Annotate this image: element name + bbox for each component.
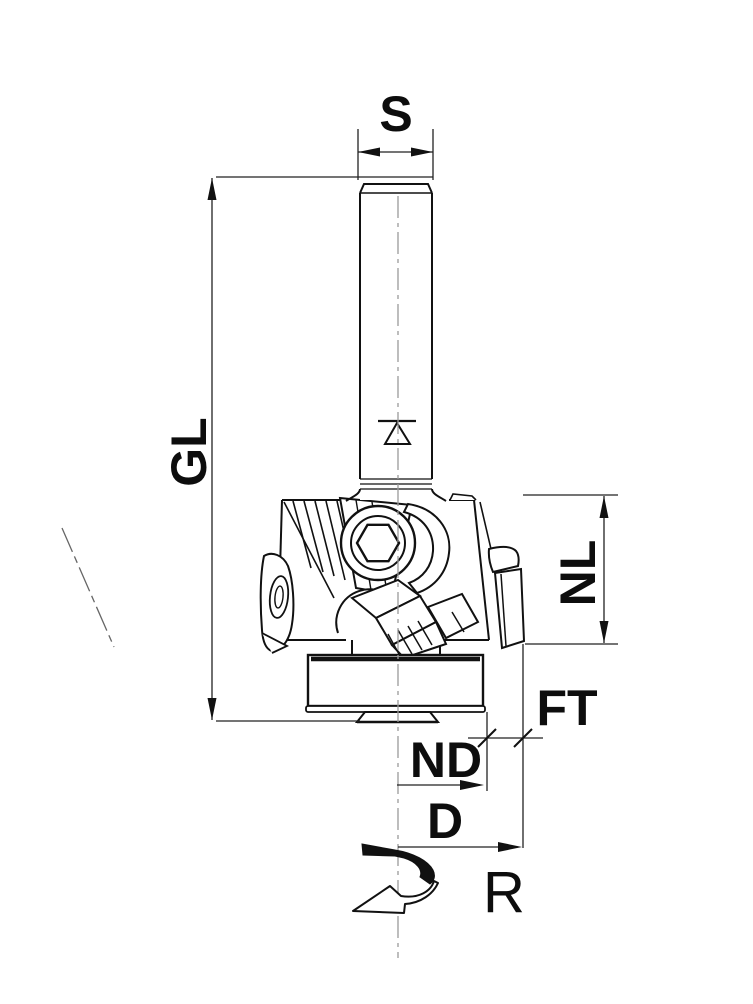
right-insert <box>479 501 526 650</box>
hex-socket-screw <box>339 504 417 582</box>
bottom-insert <box>335 578 480 660</box>
label-bearing-diameter-nd: ND <box>409 732 483 788</box>
label-overall-length-gl: GL <box>161 417 217 487</box>
tilt-axis-line <box>61 527 115 648</box>
dimension-ft <box>468 644 543 848</box>
rotation-direction-arrow <box>352 843 439 914</box>
left-insert <box>259 552 295 654</box>
dimension-gl <box>207 176 433 722</box>
cutter-head <box>259 493 526 660</box>
dimension-nd <box>397 780 484 790</box>
dimension-s <box>357 129 434 180</box>
label-shank-diameter-s: S <box>379 86 413 142</box>
label-trim-offset-ft: FT <box>536 680 598 736</box>
dimension-nl <box>523 494 618 645</box>
shank <box>345 183 447 502</box>
label-rotation-r: R <box>483 860 525 925</box>
bearing <box>305 653 486 713</box>
dimension-d <box>398 842 522 852</box>
label-cutting-diameter-d: D <box>426 793 464 849</box>
insert-hatch <box>387 611 465 657</box>
label-cutting-length-nl: NL <box>550 539 606 607</box>
